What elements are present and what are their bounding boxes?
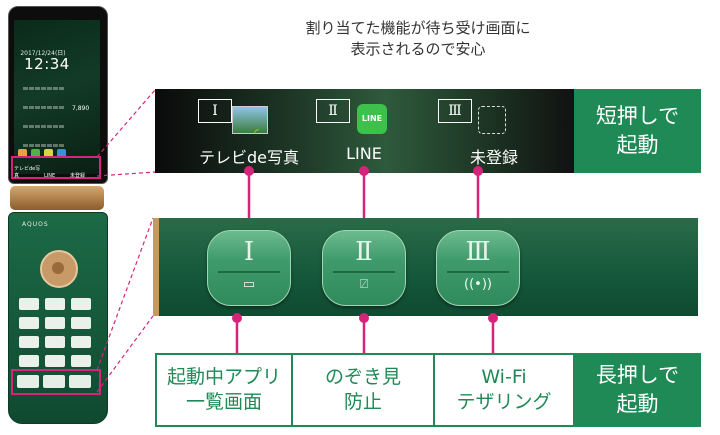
key-divider xyxy=(333,271,395,273)
long-press-panel: 長押しで 起動 xyxy=(574,353,701,427)
phone-time: 12:34 xyxy=(24,55,70,73)
app-icons-row xyxy=(18,143,96,158)
key-divider xyxy=(447,271,509,273)
connector-dot xyxy=(232,313,242,323)
phone-date: 2017/12/24(日) xyxy=(20,50,66,57)
phone-screen xyxy=(14,20,100,174)
peek-icon: ⍁ xyxy=(360,277,368,292)
key-divider xyxy=(218,271,280,273)
caption: 割り当てた機能が待ち受け画面に 表示されるので安心 xyxy=(305,19,531,58)
shortcut-key-2[interactable]: Ⅱ ⍁ xyxy=(322,230,406,306)
body-edge xyxy=(153,218,159,316)
slot-3-label: 未登録 xyxy=(469,148,518,167)
connector-dot xyxy=(359,313,369,323)
keypad xyxy=(16,296,100,372)
tv-signal-icon: ◜ xyxy=(254,126,259,140)
connector-dot xyxy=(488,313,498,323)
long-press-item-wifi: Wi-Fi テザリング xyxy=(433,353,575,427)
slot-2-label: LINE xyxy=(346,144,382,163)
calendar-widget xyxy=(22,76,66,147)
line-app-icon: LINE xyxy=(357,104,387,134)
step-count: 7,890 xyxy=(72,105,90,112)
dpad-center xyxy=(52,262,64,274)
connector-dot xyxy=(244,166,254,176)
connector-dot xyxy=(359,166,369,176)
slot-3-number: Ⅲ xyxy=(438,99,472,123)
empty-slot-icon xyxy=(478,106,506,134)
key-2-number: Ⅱ xyxy=(355,237,373,267)
shortcut-keys-highlight xyxy=(11,369,101,395)
shortcut-key-1[interactable]: Ⅰ ▭ xyxy=(207,230,291,306)
key-3-number: Ⅲ xyxy=(465,237,491,267)
tv-photo-icon xyxy=(232,106,268,134)
short-press-panel: 短押しで 起動 xyxy=(574,89,701,173)
connector-dot xyxy=(473,166,483,176)
slot-1-label: テレビde写真 xyxy=(198,148,299,167)
running-apps-icon: ▭ xyxy=(242,277,256,292)
key-1-number: Ⅰ xyxy=(243,237,255,267)
wifi-tethering-icon: ((•)) xyxy=(464,277,492,292)
slot-2-number: Ⅱ xyxy=(316,99,350,123)
long-press-item-running-apps: 起動中アプリ 一覧画面 xyxy=(155,353,293,427)
slot-1-number: Ⅰ xyxy=(198,99,232,123)
softkey-highlight xyxy=(11,156,101,179)
shortcut-key-3[interactable]: Ⅲ ((•)) xyxy=(436,230,520,306)
brand-logo: AQUOS xyxy=(22,221,49,228)
phone-hinge xyxy=(10,186,104,210)
long-press-label: 長押しで 起動 xyxy=(595,363,680,416)
long-press-item-peek: のぞき見 防止 xyxy=(291,353,435,427)
shortcut-keys-mini xyxy=(15,373,95,392)
short-press-label: 短押しで 起動 xyxy=(595,104,680,157)
